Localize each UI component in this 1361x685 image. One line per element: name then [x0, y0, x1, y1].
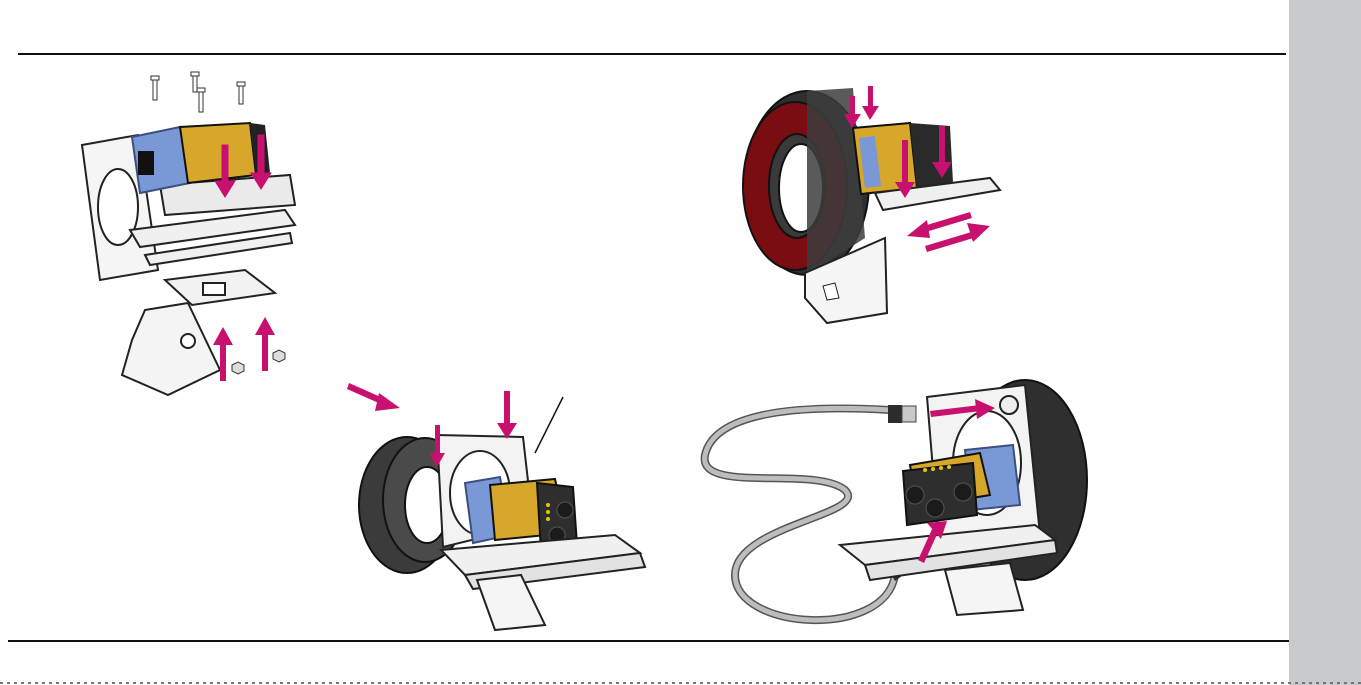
figure-mount-camera-on-bracket	[70, 65, 310, 415]
ring-light-adjust-illustration	[735, 78, 1015, 328]
light-ring-mount-illustration	[345, 375, 655, 635]
screw-icons	[151, 72, 245, 112]
figure-slide-light-ring	[735, 78, 1015, 328]
header-rule	[18, 53, 1286, 55]
figure-attach-light-ring	[345, 375, 655, 635]
page-side-tab	[1289, 0, 1361, 685]
footer-rule	[8, 640, 1350, 642]
page-edge-dashes	[0, 682, 1361, 684]
figure-connect-cable	[695, 375, 1115, 637]
bracket-assembly-illustration	[70, 65, 310, 415]
cable-connection-illustration	[695, 375, 1115, 637]
